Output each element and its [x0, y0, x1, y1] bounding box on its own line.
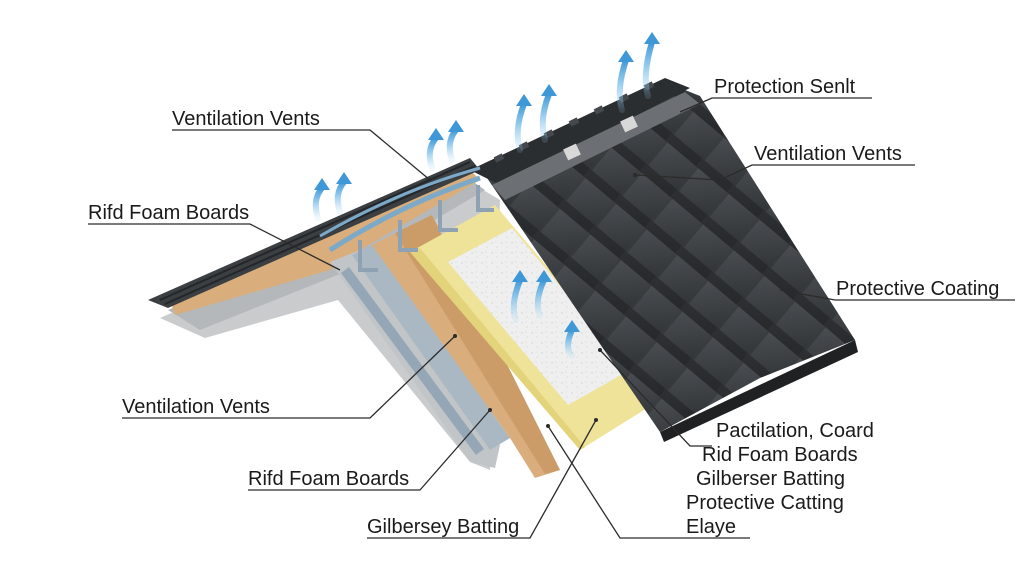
label-ventilation-vents-right: Ventilation Vents	[754, 143, 902, 165]
strip-fastener-2	[620, 115, 638, 133]
leader-lines	[88, 97, 1015, 539]
leader-dots	[453, 173, 637, 428]
ridge-cap	[470, 78, 690, 185]
label-rigid-foam-boards-lower: Rifd Foam Boards	[248, 468, 410, 490]
left-wood-sheathing	[170, 170, 480, 315]
label-stack-line-2: Rid Foam Boards	[702, 444, 858, 466]
roof-tiles-right	[485, 82, 855, 432]
label-protective-coating: Protective Coating	[836, 278, 1000, 300]
label-ventilation-vents-top: Ventilation Vents	[172, 108, 320, 130]
vent-duct-channel	[352, 245, 510, 450]
airflow-arrowheads	[314, 32, 660, 332]
label-stack-line-5: Elaye	[686, 516, 737, 538]
ridge-cap-segments	[493, 81, 655, 163]
label-ventilation-vents-lower: Ventilation Vents	[122, 396, 270, 418]
label-rigid-foam-boards-left: Rifd Foam Boards	[88, 202, 250, 224]
label-stack-line-4: Protective Catting	[686, 492, 844, 514]
label-stack-line-1: Pactilation, Coard	[716, 420, 874, 442]
ridge-protection-strip	[492, 92, 700, 200]
insulation-batting-edge	[410, 248, 585, 450]
strip-fastener-1	[563, 143, 581, 161]
label-protection-seal: Protection Senlt	[714, 76, 856, 98]
label-stack-line-3: Gilberser Batting	[696, 468, 845, 490]
vent-brackets	[319, 166, 494, 272]
roof-tiles-right-edge	[660, 340, 858, 442]
label-gilbersey-batting: Gilbersey Batting	[367, 516, 520, 538]
left-vent-duct	[340, 267, 485, 455]
airflow-arrows	[312, 39, 655, 359]
